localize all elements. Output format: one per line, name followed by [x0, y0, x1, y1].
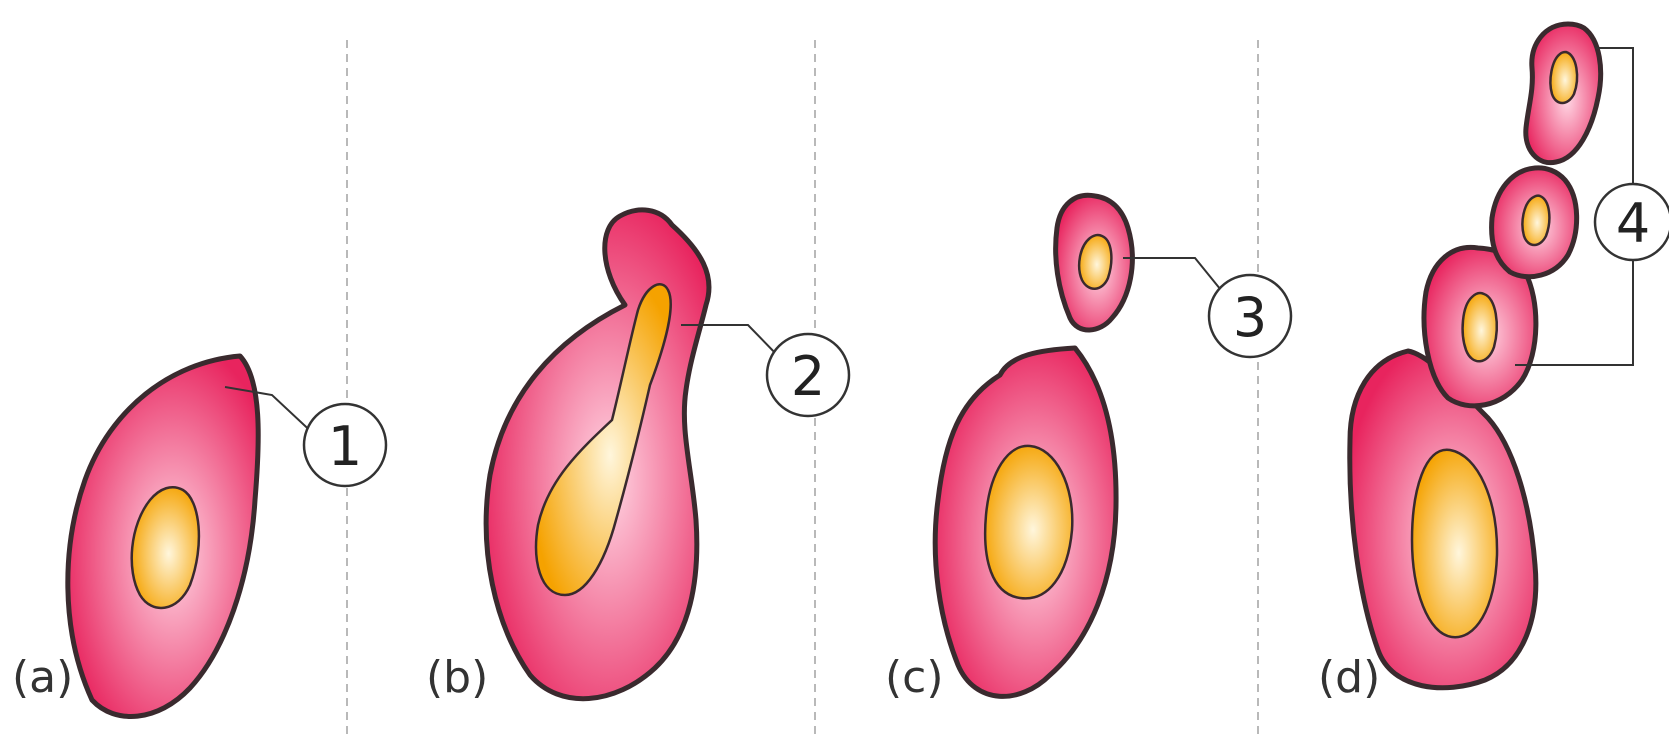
bud-nucleus-3 — [1550, 52, 1577, 103]
panel-label-a: (a) — [12, 652, 73, 703]
bud-nucleus-2 — [1522, 196, 1549, 245]
panel-label-b: (b) — [426, 652, 488, 703]
callout-number-3: 3 — [1233, 286, 1267, 349]
callout-number-4: 4 — [1616, 192, 1650, 255]
panel-b: 2 (b) — [426, 210, 849, 703]
callout-number-2: 2 — [791, 345, 825, 408]
panel-label-d: (d) — [1318, 652, 1380, 703]
bud-nucleus — [1079, 235, 1111, 289]
panel-c: 3 (c) — [885, 195, 1291, 703]
panel-d: 4 (d) — [1318, 24, 1669, 703]
callout-number-1: 1 — [328, 415, 362, 478]
bud-nucleus-1 — [1463, 293, 1497, 361]
panel-a: 1 (a) — [12, 356, 386, 716]
panel-label-c: (c) — [885, 652, 944, 703]
parent-nucleus — [985, 446, 1072, 598]
leader-line-3 — [1123, 258, 1225, 295]
